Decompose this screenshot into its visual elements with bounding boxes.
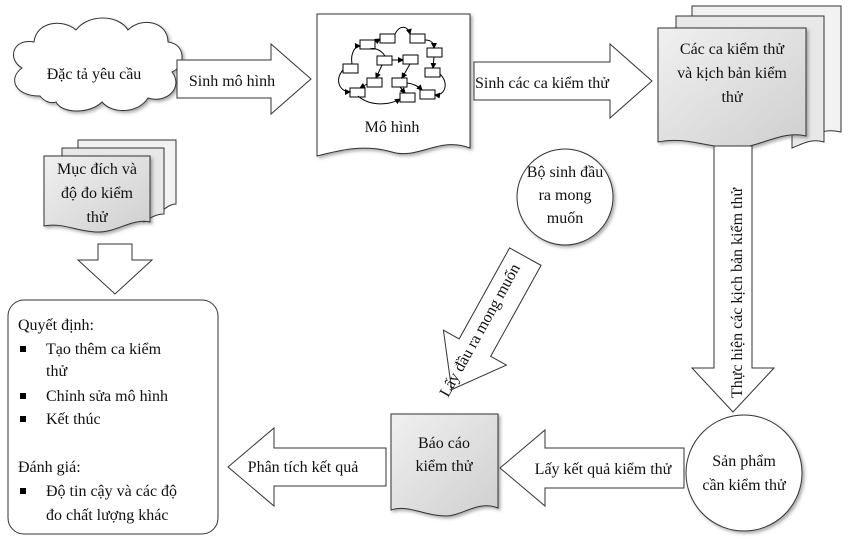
test-report-label-line-1: Báo cáo <box>418 435 470 452</box>
expected-output-generator-line-1: Bộ sinh đầu <box>527 164 603 181</box>
block-arrow-left <box>499 428 685 508</box>
test-cases-label-line-3: thử <box>721 89 743 106</box>
decision-item-3: Kết thúc <box>46 411 101 428</box>
decision-item-1-line-1: Tạo thêm ca kiểm <box>46 341 162 358</box>
bullet-icon <box>20 488 26 494</box>
arrow-purpose-to-decision <box>76 243 154 295</box>
arrow-analyze-results: Phân tích kết quả <box>227 426 387 508</box>
evaluation-item-1-line-2: đo chất lượng khác <box>46 507 168 524</box>
bullet-icon <box>20 393 26 399</box>
arrow-get-test-results: Lấy kết quả kiểm thử <box>499 428 685 508</box>
arrow-execute-scripts: Thực hiện các kịch bản kiểm thử <box>690 145 776 413</box>
arrow-generate-test-cases-label: Sinh các ca kiểm thử <box>475 75 610 92</box>
arrow-generate-model-label: Sinh mô hình <box>189 73 275 90</box>
test-cases-node: Các ca kiểm thử và kịch bản kiểm thử <box>657 5 842 149</box>
decision-box: Quyết định: Tạo thêm ca kiểm thử Chỉnh s… <box>7 299 219 535</box>
test-purpose-node: Mục đích và độ đo kiểm thử <box>43 139 177 233</box>
test-report-label-line-2: kiểm thử <box>415 458 473 475</box>
arrow-execute-scripts-label: Thực hiện các kịch bản kiểm thử <box>729 187 746 398</box>
document-front-layer <box>43 155 151 233</box>
test-cases-label-line-2: và kịch bản kiểm <box>677 65 787 82</box>
arrow-analyze-results-label: Phân tích kết quả <box>248 459 359 476</box>
circle-shape <box>516 148 614 246</box>
arrow-get-test-results-label: Lấy kết quả kiểm thử <box>535 461 673 478</box>
test-purpose-label-line-1: Mục đích và <box>57 161 137 178</box>
arrow-get-expected-output <box>442 247 542 391</box>
model-node: Mô hình <box>316 13 471 157</box>
decision-item-2: Chỉnh sửa mô hình <box>46 388 168 405</box>
evaluation-item-1-line-1: Độ tin cậy và các độ <box>46 483 177 500</box>
document-shape <box>390 413 499 517</box>
system-under-test-line-1: Sản phẩm <box>712 453 776 470</box>
bullet-icon <box>20 416 26 422</box>
arrow-get-expected-output-label: Lấy đầu ra mong muốn <box>437 261 524 400</box>
cloud-shape <box>12 17 183 112</box>
model-label: Mô hình <box>365 119 420 136</box>
test-purpose-label-line-2: độ đo kiểm <box>61 185 134 202</box>
state-graph-icon <box>338 26 446 105</box>
block-arrow-down <box>690 145 776 413</box>
arrow-generate-test-cases: Sinh các ca kiểm thử <box>473 42 653 120</box>
block-arrow-down <box>76 243 154 295</box>
bullet-icon <box>20 346 26 352</box>
requirements-spec-node: Đặc tả yêu cầu <box>12 17 183 112</box>
expected-output-generator-line-2: ra mong <box>539 187 592 204</box>
block-arrow-right <box>176 42 312 116</box>
arrow-generate-model: Sinh mô hình <box>176 42 312 116</box>
requirements-spec-label: Đặc tả yêu cầu <box>47 66 142 83</box>
decision-heading: Quyết định: <box>18 317 94 334</box>
test-purpose-label-line-3: thử <box>86 209 108 226</box>
expected-output-generator-node: Bộ sinh đầu ra mong muốn <box>516 148 614 246</box>
expected-output-generator-line-3: muốn <box>547 210 583 227</box>
decision-box-frame <box>7 299 219 535</box>
system-under-test-line-2: cần kiểm thử <box>702 477 787 494</box>
system-under-test-node: Sản phẩm cần kiểm thử <box>685 414 803 532</box>
circle-shape <box>685 414 803 532</box>
block-arrow-diagonal <box>442 247 542 391</box>
test-cases-label-line-1: Các ca kiểm thử <box>680 41 786 58</box>
block-arrow-left <box>227 426 387 508</box>
test-report-node: Báo cáo kiểm thử <box>390 413 499 517</box>
decision-item-1-line-2: thử <box>46 363 68 380</box>
block-arrow-right <box>473 42 653 120</box>
evaluation-heading: Đánh giá: <box>18 459 81 476</box>
